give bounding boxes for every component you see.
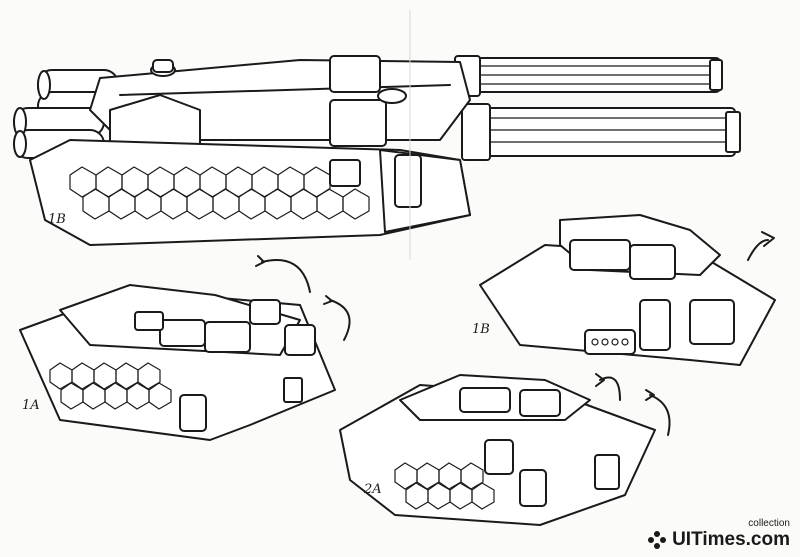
rotation-arrow: [261, 259, 311, 293]
rear-cylinders: [13, 69, 119, 159]
watermark-brand: UITimes.com: [672, 529, 790, 550]
upper-hull: [89, 55, 471, 151]
tank-1a-drawing: [19, 255, 351, 441]
watermark: UITimes.com: [648, 530, 790, 549]
gatling-barrels: [454, 55, 741, 161]
hex-armor-pattern: [69, 166, 370, 220]
muzzle-holes: [591, 338, 629, 346]
rotation-arrow: [649, 394, 671, 436]
hex-armor-pattern: [49, 362, 172, 410]
label-bottom-vehicle: 2A: [364, 482, 382, 497]
watermark-logo-icon: [648, 531, 667, 549]
hex-armor-pattern: [394, 462, 495, 510]
label-right-vehicle: 1B: [472, 322, 490, 337]
tank-1b-drawing: [479, 214, 776, 366]
armored-lower-hull: [29, 139, 471, 246]
label-left-vehicle: 1A: [22, 398, 40, 413]
gatling-tank-drawing: [13, 55, 741, 246]
tank-2a-drawing: [339, 373, 671, 526]
rotation-arrow: [329, 299, 351, 341]
watermark-subtitle: collection: [748, 518, 790, 529]
label-top-vehicle: 1B: [48, 212, 66, 227]
rotation-arrow: [747, 239, 769, 261]
